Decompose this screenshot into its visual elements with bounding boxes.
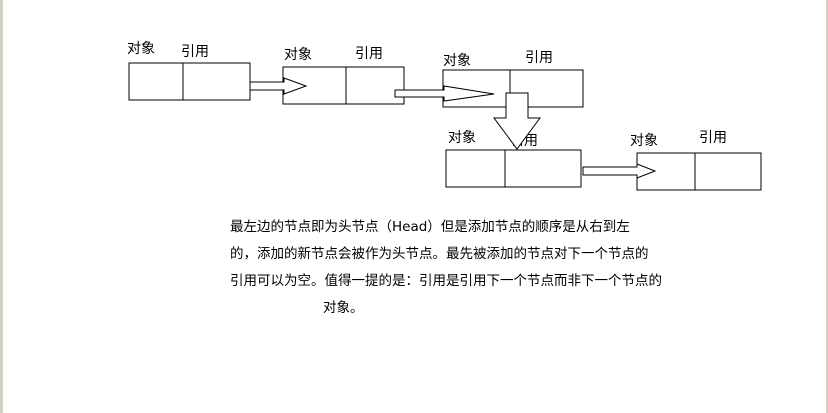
arrow-node4-to-node5 xyxy=(582,163,657,179)
node-5-box xyxy=(636,152,762,191)
description-line-4: 对象。 xyxy=(323,300,364,316)
node-1-object-label: 对象 xyxy=(127,41,155,57)
description-line-2: 的，添加的新节点会被作为头节点。最先被添加的节点对下一个节点的 xyxy=(230,246,649,262)
list-node-5: 对象 引用 xyxy=(630,130,762,191)
description-line-3: 引用可以为空。值得一提的是：引用是引用下一个节点而非下一个节点的 xyxy=(230,273,662,289)
node-4-box xyxy=(445,149,582,188)
arrow-node2-to-node3 xyxy=(394,85,495,102)
node-3-object-label: 对象 xyxy=(443,53,471,69)
list-node-2: 对象 引用 xyxy=(282,46,405,105)
arrow-node3-to-node4 xyxy=(493,92,541,150)
node-3-reference-label: 引用 xyxy=(525,50,553,66)
arrow-node1-to-node2 xyxy=(249,77,308,95)
node-5-reference-label: 引用 xyxy=(699,130,727,146)
list-node-1: 对象 引用 xyxy=(127,41,251,101)
node-5-object-label: 对象 xyxy=(630,133,658,149)
node-2-object-label: 对象 xyxy=(284,47,312,63)
node-1-reference-label: 引用 xyxy=(181,44,209,60)
description-line-1: 最左边的节点即为头节点（Head）但是添加节点的顺序是从右到左 xyxy=(230,219,630,235)
node-1-box xyxy=(128,62,251,101)
node-2-reference-label: 引用 xyxy=(355,46,383,62)
window-frame-right xyxy=(826,0,828,413)
window-frame-left xyxy=(0,0,3,413)
node-4-object-label: 对象 xyxy=(448,130,476,146)
